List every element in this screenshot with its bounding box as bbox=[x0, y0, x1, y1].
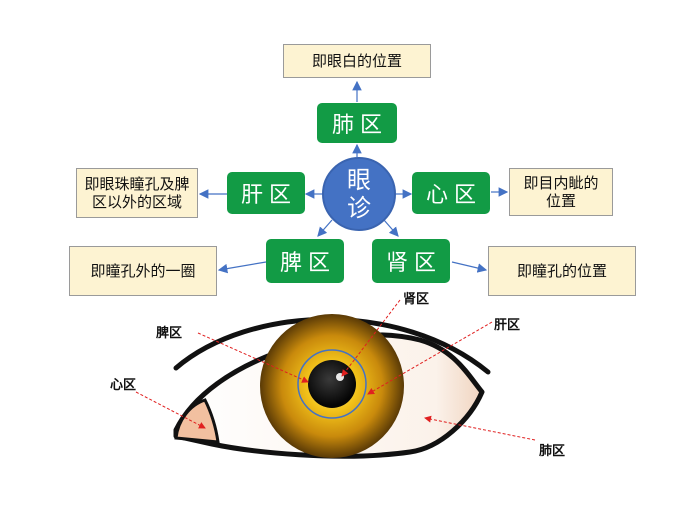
center-eye-diagnosis: 眼 诊 bbox=[322, 157, 396, 231]
eye-label-kidney: 肾区 bbox=[403, 292, 430, 307]
center-label-line2: 诊 bbox=[347, 194, 371, 222]
eye-label-liver: 肝区 bbox=[494, 318, 521, 333]
pupil-highlight bbox=[336, 373, 344, 381]
pointer-liver bbox=[367, 321, 493, 395]
pointer-kidney bbox=[341, 299, 401, 377]
arrow-kidney-desc bbox=[451, 261, 488, 273]
desc-liver-line1: 即眼珠瞳孔及脾 bbox=[84, 175, 190, 193]
desc-spleen-text: 即瞳孔外的一圈 bbox=[90, 262, 196, 280]
desc-lung-text: 即眼白的位置 bbox=[311, 52, 402, 70]
inner-canthus bbox=[174, 398, 220, 444]
center-label-line1: 眼 bbox=[347, 166, 371, 194]
pupil bbox=[308, 360, 356, 408]
desc-heart-line2: 位置 bbox=[545, 192, 576, 210]
region-liver: 肝区 bbox=[227, 172, 305, 214]
desc-heart-line1: 即目内眦的 bbox=[523, 174, 599, 192]
region-lung: 肺区 bbox=[317, 103, 397, 143]
pointer-lung bbox=[424, 415, 536, 441]
arrow-center-kidney bbox=[383, 219, 399, 237]
arrow-center-spleen bbox=[317, 219, 333, 237]
desc-kidney: 即瞳孔的位置 bbox=[488, 246, 636, 296]
region-heart: 心区 bbox=[412, 172, 490, 214]
pointer-spleen bbox=[197, 332, 309, 383]
desc-lung: 即眼白的位置 bbox=[283, 44, 431, 78]
pointer-heart bbox=[135, 391, 206, 429]
desc-liver: 即眼珠瞳孔及脾 区以外的区域 bbox=[76, 168, 198, 218]
region-kidney: 肾区 bbox=[372, 239, 450, 283]
spleen-ring bbox=[297, 349, 367, 419]
region-spleen: 脾区 bbox=[266, 239, 344, 283]
desc-heart: 即目内眦的 位置 bbox=[509, 168, 613, 216]
eye-label-lung: 肺区 bbox=[539, 444, 566, 459]
arrow-spleen-desc bbox=[217, 261, 267, 274]
desc-kidney-text: 即瞳孔的位置 bbox=[516, 262, 607, 280]
eye-label-heart: 心区 bbox=[110, 378, 137, 393]
desc-liver-line2: 区以外的区域 bbox=[91, 193, 182, 211]
desc-spleen: 即瞳孔外的一圈 bbox=[69, 246, 217, 296]
eye-label-spleen: 脾区 bbox=[156, 326, 183, 341]
